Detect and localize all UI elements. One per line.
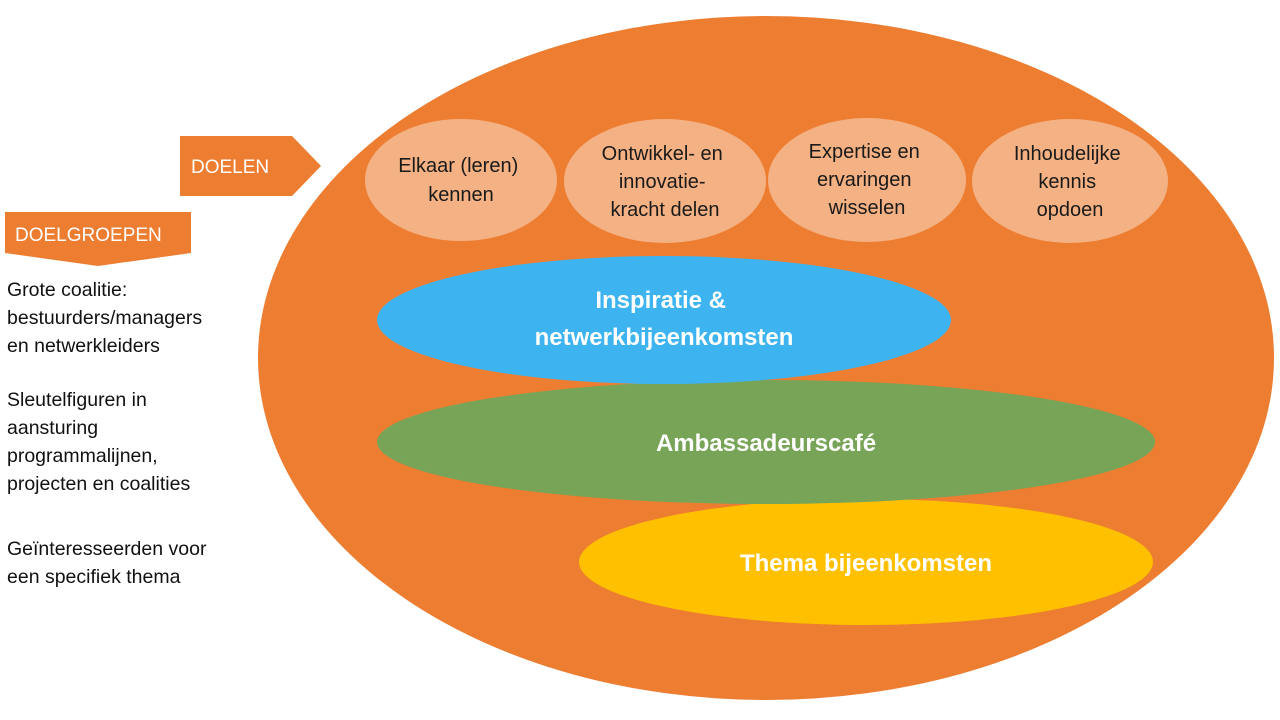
goal-label: Expertise en ervaringen wisselen [809, 141, 926, 219]
activity-thema: Thema bijeenkomsten [579, 499, 1153, 625]
goal-label: Ontwikkel- en innovatie- kracht delen [602, 143, 729, 221]
activity-label-line: Thema bijeenkomsten [740, 550, 992, 577]
activity-ambassadeurscafe: Ambassadeurscafé [377, 380, 1155, 504]
target-group-item: Grote coalitie: bestuurders/managers en … [7, 279, 203, 357]
goal-label: Elkaar (leren) kennen [398, 155, 524, 206]
goal-label-line: kracht delen [611, 199, 720, 221]
goal-label-line: ervaringen [817, 169, 912, 191]
doelen-arrow-label: DOELEN [191, 157, 269, 178]
target-group-item: Sleutelfiguren in aansturing programmali… [7, 389, 191, 495]
goal-label-line: Ontwikkel- en [602, 143, 723, 165]
activity-label-line: Inspiratie & [595, 287, 726, 314]
goal-label-line: kennen [428, 184, 494, 206]
activity-label-line: netwerkbijeenkomsten [535, 324, 794, 351]
activity-ellipse-ambassadeurscafe [377, 380, 1155, 504]
goal-1: Elkaar (leren) kennen [365, 119, 557, 241]
goal-3: Expertise en ervaringen wisselen [768, 118, 966, 242]
doelgroepen-arrow-shape [5, 212, 191, 266]
activity-inspiratie: Inspiratie & netwerkbijeenkomsten [377, 256, 951, 384]
goal-ellipse [564, 119, 766, 243]
activity-label: Inspiratie & netwerkbijeenkomsten [535, 287, 794, 351]
goal-label-line: Elkaar (leren) [398, 155, 518, 177]
goal-label-line: Expertise en [809, 141, 920, 163]
activity-label-line: Ambassadeurscafé [656, 430, 876, 457]
goal-label-line: opdoen [1037, 199, 1104, 221]
doelen-arrow-shape [180, 136, 321, 196]
goal-label: Inhoudelijke kennis opdoen [1014, 143, 1126, 221]
doelgroepen-arrow-label: DOELGROEPEN [15, 225, 162, 246]
activity-ellipse-thema [579, 499, 1153, 625]
goal-label-line: kennis [1038, 171, 1096, 193]
doelen-arrow: DOELEN [180, 136, 321, 196]
goal-label-line: Inhoudelijke [1014, 143, 1121, 165]
target-group-item: Geïnteresseerden voor een specifiek them… [7, 538, 207, 588]
goal-label-line: wisselen [828, 197, 906, 219]
goal-4: Inhoudelijke kennis opdoen [972, 119, 1168, 243]
activity-label: Thema bijeenkomsten [740, 550, 992, 577]
activity-label: Ambassadeurscafé [656, 430, 876, 457]
goal-ellipse [972, 119, 1168, 243]
doelgroepen-arrow: DOELGROEPEN [5, 212, 191, 266]
goal-ellipse [365, 119, 557, 241]
goal-ellipse [768, 118, 966, 242]
activity-ellipse-inspiratie [377, 256, 951, 384]
goal-2: Ontwikkel- en innovatie- kracht delen [564, 119, 766, 243]
goal-label-line: innovatie- [619, 171, 706, 193]
